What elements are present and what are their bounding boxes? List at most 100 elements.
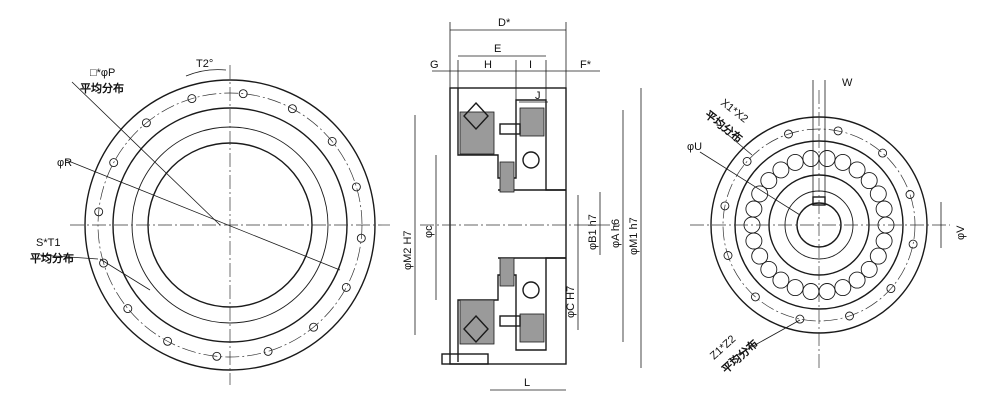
front-hole-pattern-label: □*φP — [90, 67, 115, 79]
bolt-hole-icon — [742, 156, 752, 166]
bearing-ball-icon — [522, 151, 540, 169]
roller-icon — [786, 279, 804, 297]
roller-icon — [802, 150, 820, 167]
front-angle-label: T2° — [196, 58, 213, 70]
roller-icon — [760, 260, 778, 278]
front-radius-label: φR — [57, 157, 72, 169]
roller-icon — [760, 172, 778, 190]
roller-icon — [848, 271, 866, 289]
bolt-hole-icon — [94, 207, 104, 217]
section-housing-top — [457, 88, 566, 191]
roller-icon — [818, 283, 836, 300]
front-bolt-holes — [94, 89, 366, 361]
section-flange-hatch-bottom — [459, 299, 495, 345]
front-lower-leader — [99, 258, 151, 291]
bolt-hole-icon — [263, 346, 273, 356]
front-angle-arc — [185, 69, 227, 77]
section-ring-hatch-bottom — [519, 313, 545, 343]
bolt-hole-icon — [287, 104, 297, 114]
bolt-hole-icon — [99, 258, 109, 268]
rear-z-leader — [727, 319, 801, 361]
rear-u-label: φU — [687, 141, 702, 153]
bolt-hole-icon — [187, 94, 197, 104]
roller-icon — [875, 200, 893, 218]
bolt-hole-icon — [212, 351, 222, 361]
rear-w-label: W — [842, 77, 853, 89]
roller-icon — [772, 271, 790, 289]
front-view: □*φP 平均分布 T2° φR S*T1 平均分布 — [30, 58, 390, 385]
roller-icon — [869, 185, 887, 203]
front-radius-leader — [65, 159, 341, 271]
bolt-hole-icon — [327, 136, 337, 146]
roller-icon — [875, 232, 893, 250]
roller-diamond-icon — [463, 314, 489, 344]
dim-m1-label: φM1 h7 — [628, 217, 640, 255]
roller-icon — [848, 161, 866, 179]
front-thread-leader — [39, 254, 99, 260]
roller-icon — [860, 172, 878, 190]
dim-d-label: D* — [498, 17, 511, 29]
rear-x-leader — [719, 127, 753, 156]
roller-icon — [869, 247, 887, 265]
section-hub-hatch-bottom — [499, 257, 515, 287]
bolt-hole-icon — [341, 282, 351, 292]
front-thread-label: S*T1 — [36, 237, 60, 249]
section-ring-hatch-top — [519, 107, 545, 137]
dim-g-label: G — [430, 59, 439, 71]
bolt-hole-icon — [845, 311, 854, 321]
bearing-ball-icon — [522, 281, 540, 299]
dim-j-label: J — [535, 90, 541, 102]
rear-view: W φU X1*X2 平均分布 φV Z1*Z2 平均分布 — [687, 77, 967, 376]
bolt-hole-icon — [886, 284, 896, 294]
dim-i-label: I — [529, 59, 532, 71]
rear-u-leader — [699, 151, 801, 216]
bolt-hole-icon — [720, 201, 730, 211]
screw-icon — [441, 353, 489, 365]
bolt-hole-icon — [878, 148, 888, 158]
rear-rollers — [743, 150, 895, 300]
roller-icon — [786, 153, 804, 171]
screw-icon — [499, 315, 521, 327]
bolt-hole-icon — [905, 190, 915, 199]
roller-icon — [834, 279, 852, 297]
section-flange-hatch-top — [459, 111, 495, 155]
bolt-hole-icon — [238, 89, 248, 99]
bolt-hole-icon — [123, 304, 133, 314]
bolt-hole-icon — [309, 322, 319, 332]
roller-diamond-icon — [463, 101, 489, 131]
bolt-hole-icon — [163, 336, 173, 346]
roller-icon — [745, 232, 763, 250]
dim-ch7-label: φC H7 — [565, 286, 577, 318]
section-hub-hatch-top — [499, 161, 515, 193]
roller-icon — [818, 150, 836, 167]
dim-c-label: φc — [423, 225, 435, 238]
bolt-hole-icon — [141, 118, 151, 128]
bolt-hole-icon — [356, 233, 366, 243]
roller-icon — [772, 161, 790, 179]
bolt-hole-icon — [351, 182, 361, 192]
dim-f-label: F* — [580, 59, 592, 71]
dim-l-label: L — [524, 377, 530, 389]
dim-e-label: E — [494, 43, 501, 55]
section-outer-shell — [449, 87, 567, 365]
bolt-hole-icon — [723, 251, 733, 260]
dim-a-label: φA h6 — [610, 219, 622, 248]
front-hole-leader — [71, 81, 221, 226]
bolt-hole-icon — [750, 292, 760, 302]
roller-icon — [834, 153, 852, 171]
roller-icon — [802, 283, 820, 300]
bolt-hole-icon — [795, 314, 805, 324]
roller-icon — [751, 185, 769, 203]
dim-h-label: H — [484, 59, 492, 71]
roller-icon — [751, 247, 769, 265]
front-thread-note: 平均分布 — [30, 251, 74, 265]
roller-icon — [860, 260, 878, 278]
bolt-hole-icon — [109, 158, 119, 168]
section-view: D* E G H I F* J L φM2 H7 φc φC H7 φB1 h7… — [402, 17, 642, 391]
bolt-hole-icon — [833, 126, 843, 136]
front-hole-pattern-note: 平均分布 — [80, 81, 124, 95]
bolt-hole-icon — [908, 239, 918, 249]
rear-bolt-holes — [720, 126, 918, 324]
screw-icon — [499, 123, 521, 135]
